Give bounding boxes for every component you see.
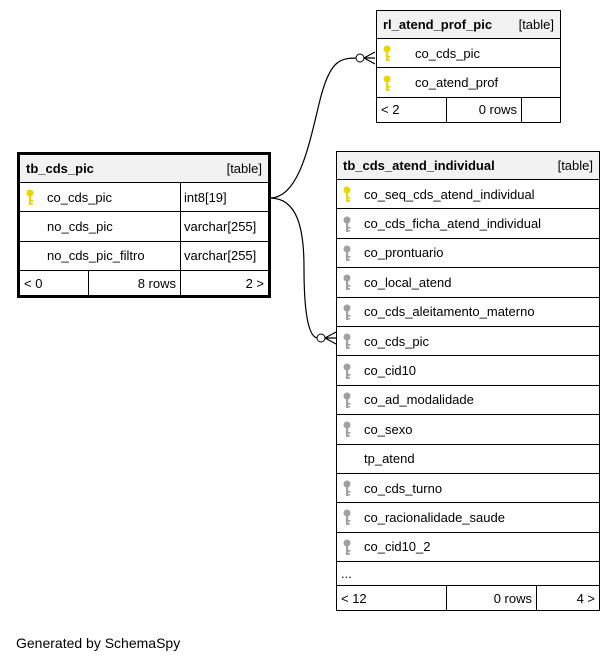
column-row: co_cds_aleitamento_materno (337, 298, 599, 327)
column-name: co_cds_pic (415, 45, 481, 61)
foreign-key-icon (343, 539, 351, 555)
relation-pic-to-rl-crowsfoot (363, 51, 376, 65)
row-count: 0 rows (447, 586, 537, 611)
foreign-key-icon (343, 509, 351, 526)
column-row: no_cds_pic_filtro varchar[255] (20, 241, 268, 272)
table-kind: [table] (518, 17, 554, 32)
table-footer: < 0 8 rows 2 > (20, 271, 268, 296)
column-name: co_cds_turno (364, 480, 443, 496)
parents-count: < 12 (337, 586, 447, 611)
row-count: 8 rows (89, 271, 181, 296)
primary-key-icon (383, 75, 391, 91)
column-name: no_cds_pic (47, 219, 113, 235)
column-name: co_prontuario (364, 245, 444, 261)
table-name: tb_cds_atend_individual (343, 158, 495, 173)
column-name: no_cds_pic_filtro (47, 248, 145, 264)
column-name: co_ad_modalidade (364, 392, 474, 408)
column-row: tp_atend (337, 445, 599, 474)
relation-pic-to-ind (269, 197, 319, 339)
children-count (522, 98, 560, 122)
parents-count: < 2 (377, 97, 447, 122)
column-name: co_cds_ficha_atend_individual (364, 216, 542, 232)
primary-key-icon (383, 45, 391, 62)
table-header: tb_cds_atend_individual [table] (337, 152, 599, 180)
column-name: co_sexo (364, 421, 413, 437)
foreign-key-icon (343, 333, 351, 350)
foreign-key-icon (343, 363, 351, 379)
column-name: co_local_atend (364, 274, 452, 290)
column-name: co_racionalidade_saude (364, 509, 505, 525)
column-row: co_cds_pic (377, 39, 560, 69)
foreign-key-icon (343, 392, 351, 408)
parents-count: < 0 (20, 271, 89, 296)
column-type: varchar[255] (180, 212, 256, 241)
table-header: rl_atend_prof_pic [table] (377, 11, 560, 39)
table-kind: [table] (557, 158, 593, 173)
relation-pic-to-ind-crowsfoot (324, 331, 337, 345)
primary-key-icon (26, 189, 34, 206)
foreign-key-icon (343, 245, 351, 261)
generated-by-note: Generated by SchemaSpy (16, 635, 181, 651)
column-row: co_seq_cds_atend_individual (337, 180, 599, 210)
column-name: co_cds_pic (364, 333, 430, 349)
column-list: co_seq_cds_atend_individual co_cds_ficha_… (337, 180, 599, 563)
column-row: co_prontuario (337, 239, 599, 269)
table-header: tb_cds_pic [table] (20, 155, 268, 183)
table-tb-cds-atend-individual[interactable]: tb_cds_atend_individual [table] co_seq_c… (336, 151, 600, 612)
column-name: tp_atend (364, 451, 415, 467)
relation-pic-to-rl-optional-mark (355, 53, 365, 63)
table-kind: [table] (226, 161, 262, 176)
column-name: co_seq_cds_atend_individual (364, 186, 535, 202)
column-name: co_cds_pic (47, 189, 113, 205)
row-count: 0 rows (447, 97, 522, 122)
table-footer: < 2 0 rows (377, 97, 560, 122)
more-columns-ellipsis: ... (337, 562, 599, 587)
children-count: 4 > (576, 590, 595, 606)
relation-pic-to-rl (269, 57, 359, 199)
column-row: co_cds_ficha_atend_individual (337, 209, 599, 239)
foreign-key-icon (343, 274, 351, 291)
foreign-key-icon (343, 216, 351, 232)
column-row: co_cid10 (337, 356, 599, 386)
column-name: co_atend_prof (415, 75, 499, 91)
column-row: co_local_atend (337, 268, 599, 298)
column-type: int8[19] (180, 183, 227, 212)
foreign-key-icon (343, 480, 351, 497)
table-footer: < 12 0 rows 4 > (337, 586, 599, 611)
column-name: co_cid10_2 (364, 539, 431, 555)
column-row: co_ad_modalidade (337, 386, 599, 416)
table-rl-atend-prof-pic[interactable]: rl_atend_prof_pic [table] co_cds_pic co_… (376, 10, 561, 123)
column-name: co_cid10 (364, 363, 417, 379)
column-row: co_sexo (337, 415, 599, 445)
column-row: no_cds_pic varchar[255] (20, 212, 268, 242)
column-row: co_atend_prof (377, 68, 560, 98)
column-row: co_cds_turno (337, 474, 599, 504)
foreign-key-icon (343, 304, 351, 320)
primary-key-icon (343, 186, 351, 203)
table-name: tb_cds_pic (26, 161, 94, 176)
table-name: rl_atend_prof_pic (383, 17, 493, 32)
relation-pic-to-ind-optional-mark (316, 333, 326, 343)
column-row: co_cid10_2 (337, 533, 599, 563)
column-type: varchar[255] (180, 241, 256, 271)
column-row: co_cds_pic int8[19] (20, 183, 268, 213)
column-row: co_cds_pic (337, 327, 599, 357)
column-name: co_cds_aleitamento_materno (364, 304, 535, 320)
table-tb-cds-pic[interactable]: tb_cds_pic [table] co_cds_pic int8[19] n… (17, 152, 271, 299)
column-row: co_racionalidade_saude (337, 503, 599, 533)
children-count: 2 > (245, 275, 264, 291)
foreign-key-icon (343, 421, 351, 438)
